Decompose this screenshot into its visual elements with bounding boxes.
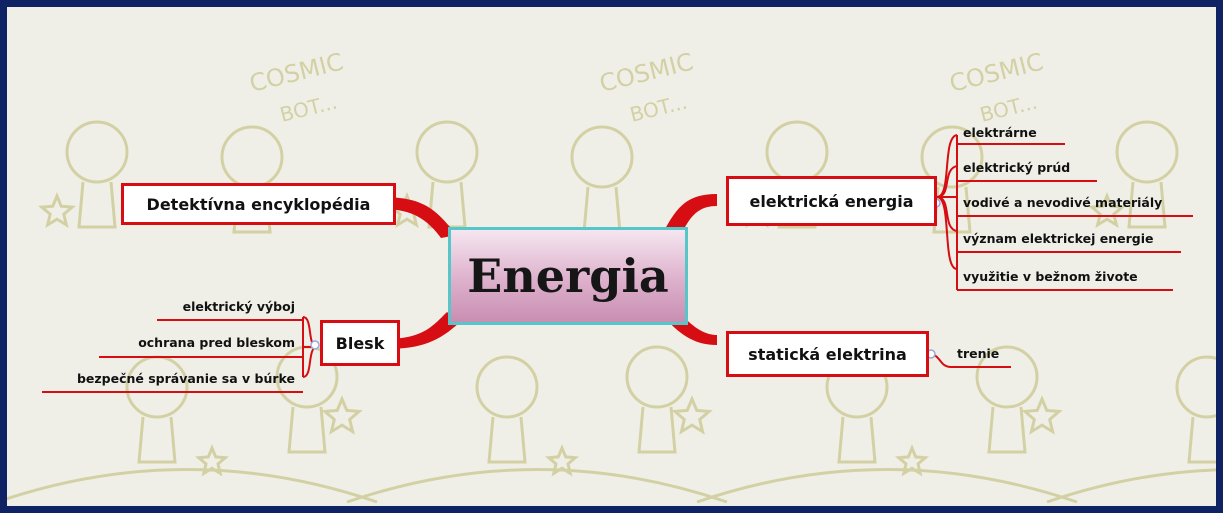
- wallpaper-hill: [696, 468, 1078, 504]
- collapse-toggle-blesk: [310, 340, 320, 350]
- subtopic-elektrarne[interactable]: elektrárne: [963, 125, 1037, 140]
- mind-map-connectors: [42, 134, 1193, 393]
- wallpaper-bot-head: [1115, 120, 1179, 184]
- subtopic-ochrana-pred-bleskom[interactable]: ochrana pred bleskom: [138, 335, 295, 350]
- topic-label: Blesk: [335, 333, 385, 353]
- wallpaper-bot-body: [1127, 181, 1167, 229]
- subtopic-trenie[interactable]: trenie: [957, 346, 1000, 361]
- wallpaper-star: [1021, 395, 1063, 435]
- wallpaper-star: [321, 395, 363, 435]
- wallpaper-star: [38, 192, 76, 229]
- wallpaper-star: [894, 444, 930, 477]
- wallpaper-hill: [7, 468, 378, 504]
- topic-elektricka-energia[interactable]: elektrická energia: [726, 176, 937, 226]
- wallpaper-bot-body: [837, 416, 877, 464]
- central-topic[interactable]: Energia: [448, 227, 688, 325]
- subtopic-bracket-elektricka: [936, 134, 958, 290]
- wallpaper-bot-body: [987, 406, 1027, 454]
- topic-detektivna-encyklopedia[interactable]: Detektívna encyklopédia: [121, 183, 396, 225]
- subtopic-vyuzitie[interactable]: využitie v bežnom živote: [963, 269, 1138, 284]
- topic-label: elektrická energia: [749, 191, 914, 211]
- subtopic-elektricky-vyboj[interactable]: elektrický výboj: [182, 299, 295, 314]
- wallpaper-star: [544, 444, 580, 477]
- topic-staticka-elektrina[interactable]: statická elektrina: [726, 331, 929, 377]
- wallpaper-bot-head: [1175, 355, 1216, 419]
- wallpaper-bot-head: [975, 345, 1039, 409]
- subtopic-elektricky-prud[interactable]: elektrický prúd: [963, 160, 1071, 175]
- wallpaper-bot-body: [637, 406, 677, 454]
- wallpaper-bot-body: [287, 406, 327, 454]
- wallpaper-bot-head: [570, 125, 634, 189]
- branch-connector-elektricka: [664, 194, 717, 233]
- topic-label: Detektívna encyklopédia: [146, 194, 371, 214]
- cosmic-bot-wallpaper: COSMICBOT...COSMICBOT...COSMICBOT...COSM…: [7, 48, 1216, 504]
- wallpaper-bot-head: [625, 345, 689, 409]
- subtopic-bezpecne-spravanie[interactable]: bezpečné správanie sa v búrke: [76, 371, 295, 386]
- wallpaper-hill: [1046, 468, 1216, 504]
- subtopic-bracket-blesk: [302, 316, 318, 378]
- central-topic-label: Energia: [467, 249, 669, 303]
- wallpaper-bot-head: [65, 120, 129, 184]
- wallpaper-bot-body: [77, 181, 117, 229]
- wallpaper-bot-head: [920, 125, 984, 189]
- topic-blesk[interactable]: Blesk: [320, 320, 400, 366]
- wallpaper-bot-body: [1187, 416, 1216, 464]
- wallpaper-bot-body: [137, 416, 177, 464]
- subtopic-vodive-materialy[interactable]: vodivé a nevodivé materiály: [963, 195, 1163, 210]
- wallpaper-hill: [346, 468, 728, 504]
- wallpaper-star: [1088, 192, 1126, 229]
- wallpaper-bot-body: [487, 416, 527, 464]
- subtopic-vyznam-energie[interactable]: význam elektrickej energie: [963, 231, 1154, 246]
- branch-connector-detective: [382, 197, 457, 238]
- wallpaper-star: [194, 444, 230, 477]
- wallpaper-bot-head: [415, 120, 479, 184]
- topic-label: statická elektrina: [748, 344, 907, 364]
- wallpaper-bot-head: [475, 355, 539, 419]
- branch-connector-blesk: [385, 312, 459, 349]
- wallpaper-star: [671, 395, 713, 435]
